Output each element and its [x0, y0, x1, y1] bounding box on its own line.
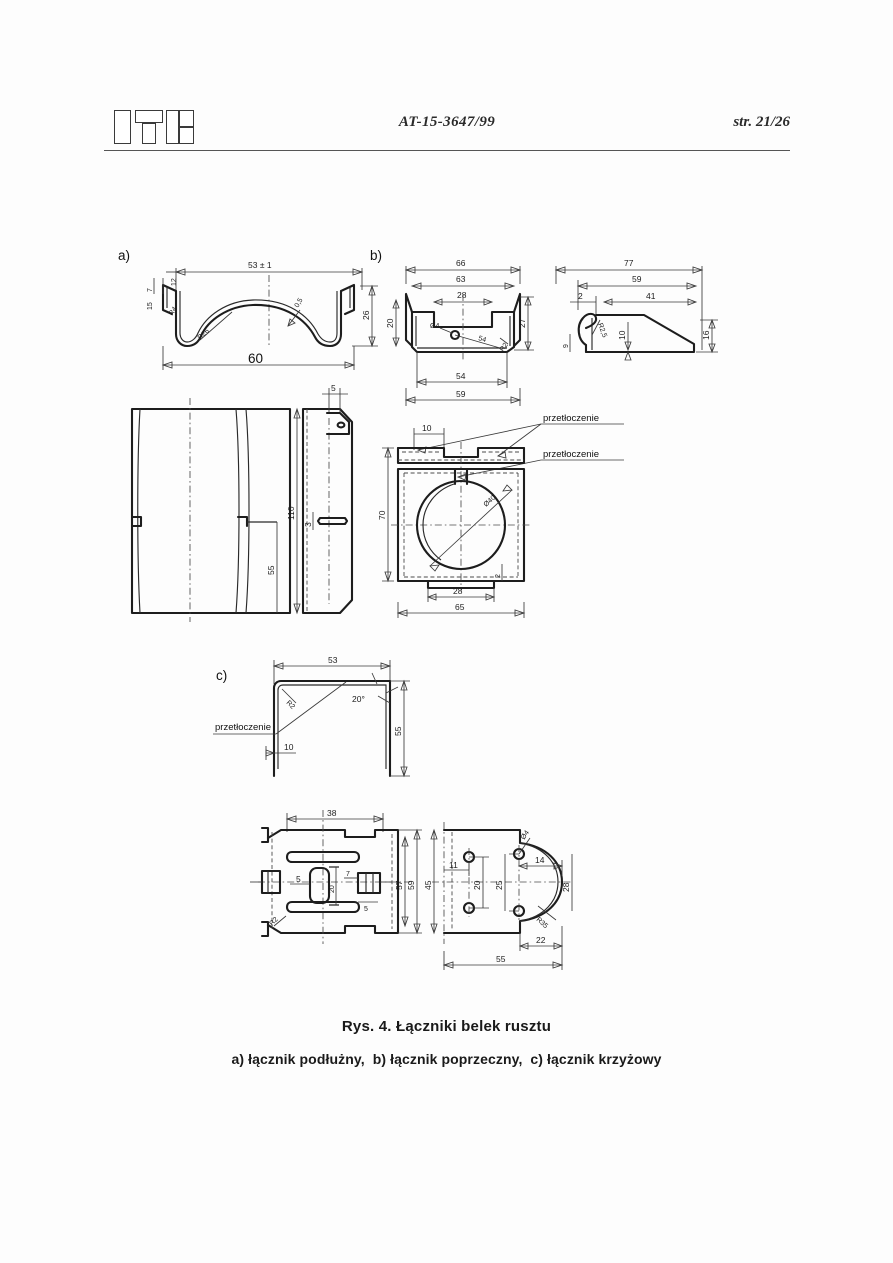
page-number: str. 21/26 [733, 114, 790, 130]
caption-item-a: a) łącznik podłużny, [231, 1051, 365, 1067]
dim-b-left-height: 20 [385, 318, 395, 328]
dim-b-corner-radius: R2 [499, 342, 510, 353]
dim-a-side-top: 5 [331, 383, 336, 393]
dim-b-plan-height: 70 [377, 510, 387, 520]
dim-a-flange-c: 15 [147, 302, 154, 310]
dim-c-side-hole-off: 11 [449, 860, 458, 870]
view-c-plan: 38 20 5 [250, 808, 422, 944]
dim-b-right-height: 27 [517, 318, 527, 328]
dim-a-radius-arch: R26 [197, 328, 211, 342]
dim-c-height: 55 [393, 726, 403, 736]
part-label-c: c) [216, 668, 227, 683]
dim-c-radius: R2 [285, 699, 296, 710]
dim-b-side-seg-b: 41 [646, 291, 656, 301]
dim-c-plan-right-b: 59 [406, 880, 416, 890]
dim-b-side-radius: R2,5 [596, 322, 608, 338]
dim-c-plan-slot-b: 20 [329, 885, 336, 893]
dim-b-side-height: 16 [701, 330, 711, 340]
dim-c-side-base: 22 [536, 935, 546, 945]
dim-c-offset: 10 [284, 742, 294, 752]
dim-b-plan-inner: 28 [453, 586, 463, 596]
dim-b-plan-tab: 10 [422, 423, 432, 433]
document-number: AT-15-3647/99 [398, 114, 496, 130]
caption-item-b: b) łącznik poprzeczny, [372, 1051, 523, 1067]
figure-caption-sub: a) łącznik podłużny, b) łącznik poprzecz… [0, 1051, 893, 1067]
dim-b-hole: Ø4 [430, 323, 439, 330]
dim-a-side-slot: 3 [303, 522, 313, 527]
dim-b-base-inner: 54 [456, 371, 466, 381]
dim-a-front-total: 110 [286, 506, 296, 520]
dim-b-side-seg-a: 2 [578, 291, 583, 301]
dim-c-plan-slot-c: 7 [346, 871, 350, 878]
header-rule [104, 150, 790, 151]
dim-a-flange-b: 12 [171, 278, 178, 286]
caption-item-c: c) łącznik krzyżowy [530, 1051, 662, 1067]
dim-a-flange-a: 7 [147, 288, 154, 292]
emboss-note-1: przetłoczenie [543, 413, 599, 424]
dim-b-mid-width: 28 [457, 290, 467, 300]
dim-a-height: 26 [361, 310, 371, 320]
dim-c-plan-right-a: 57 [394, 880, 404, 890]
dim-a-front-part: 55 [266, 565, 276, 575]
dim-c-side-pitch-a: 20 [472, 880, 482, 890]
page-header: AT-15-3647/99 str. 21/26 [104, 104, 790, 152]
dim-b-side-total: 77 [624, 258, 634, 268]
dim-a-thickness: 0,5 [294, 297, 305, 309]
view-b-plan: przetłoczenie przetłoczenie 10 [377, 413, 624, 618]
view-a-front: 110 55 [130, 398, 301, 622]
dim-c-plan-inner: 38 [327, 808, 337, 818]
dim-c-width: 53 [328, 655, 338, 665]
view-b-side: 77 59 2 41 R2,5 10 [554, 258, 718, 361]
dim-c-side-width: 55 [496, 954, 506, 964]
dim-c-side-y: 28 [561, 882, 571, 892]
dim-b-plan-gap: 2 [495, 574, 502, 578]
itb-logo [114, 110, 194, 144]
figure-4-drawings: a) 53 ± 1 7 12 15 R4 [0, 160, 893, 1010]
dim-c-angle: 20° [352, 694, 365, 704]
technical-drawing-svg: a) 53 ± 1 7 12 15 R4 [118, 248, 718, 970]
dim-b-inner-width: 63 [456, 274, 466, 284]
emboss-note-3: przetłoczenie [215, 722, 271, 733]
dim-c-side-height: 45 [423, 880, 433, 890]
figure-caption: Rys. 4. Łączniki belek rusztu [0, 1018, 893, 1035]
part-label-a: a) [118, 248, 130, 263]
dim-b-side-small: 9 [563, 344, 570, 348]
dim-c-side-x: 14 [535, 855, 545, 865]
dim-a-width-bottom: 60 [248, 351, 263, 366]
part-label-b: b) [370, 248, 382, 263]
figure-caption-title: Rys. 4. Łączniki belek rusztu [341, 1018, 552, 1035]
dim-b-side-offset: 10 [617, 330, 627, 340]
emboss-note-2: przetłoczenie [543, 449, 599, 460]
dim-b-angle-note: 54 [477, 335, 487, 344]
dim-b-base-outer: 59 [456, 389, 466, 399]
dim-a-radius-small: R4 [168, 306, 179, 317]
dim-b-outer-width: 66 [456, 258, 466, 268]
view-c-profile: c) 53 R2 20° przetłoczenie [213, 655, 410, 778]
dim-c-side-hole: Ø4 [520, 829, 531, 841]
view-a-side: 3 5 [301, 383, 354, 615]
view-a-cross-section: a) 53 ± 1 7 12 15 R4 [118, 248, 378, 370]
view-c-side: 11 20 25 14 28 Ø4 R35 45 [423, 822, 573, 970]
dim-c-side-pitch-b: 25 [494, 880, 504, 890]
dim-b-plan-width: 65 [455, 602, 465, 612]
dim-c-plan-slot-a: 5 [296, 874, 301, 884]
dim-c-side-radius: R35 [535, 916, 549, 930]
dim-a-width-top: 53 ± 1 [248, 260, 272, 270]
dim-c-plan-radius: R2 [268, 916, 279, 927]
dim-b-side-inner: 59 [632, 274, 642, 284]
dim-c-plan-slot-d: 5 [364, 906, 368, 913]
view-b-front: b) 66 63 28 [370, 248, 534, 406]
